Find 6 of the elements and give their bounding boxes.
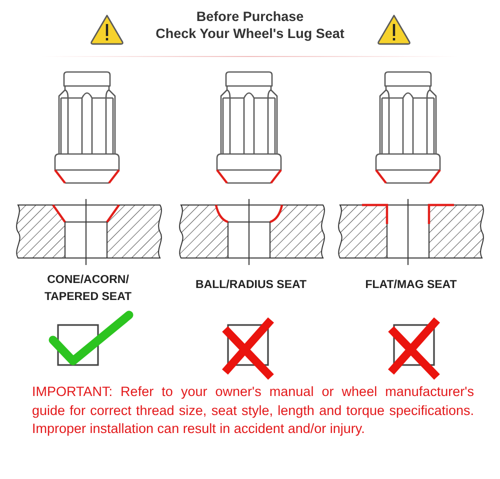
- seat-type-label: BALL/RADIUS SEAT: [194, 278, 308, 293]
- warning-note: IMPORTANT: Refer to your owner's manual or wheel manufacturer's guide for correct thread size, seat style, length and torque specifications. Improper installation can result in accident and/or injury.: [32, 383, 474, 438]
- seat-type-label: FLAT/MAG SEAT: [364, 278, 458, 293]
- seat-type-label: CONE/ACORN/ TAPERED SEAT: [43, 273, 133, 305]
- heading-title: Before Purchase: [196, 8, 304, 25]
- heading-subtitle: Check Your Wheel's Lug Seat: [156, 25, 344, 42]
